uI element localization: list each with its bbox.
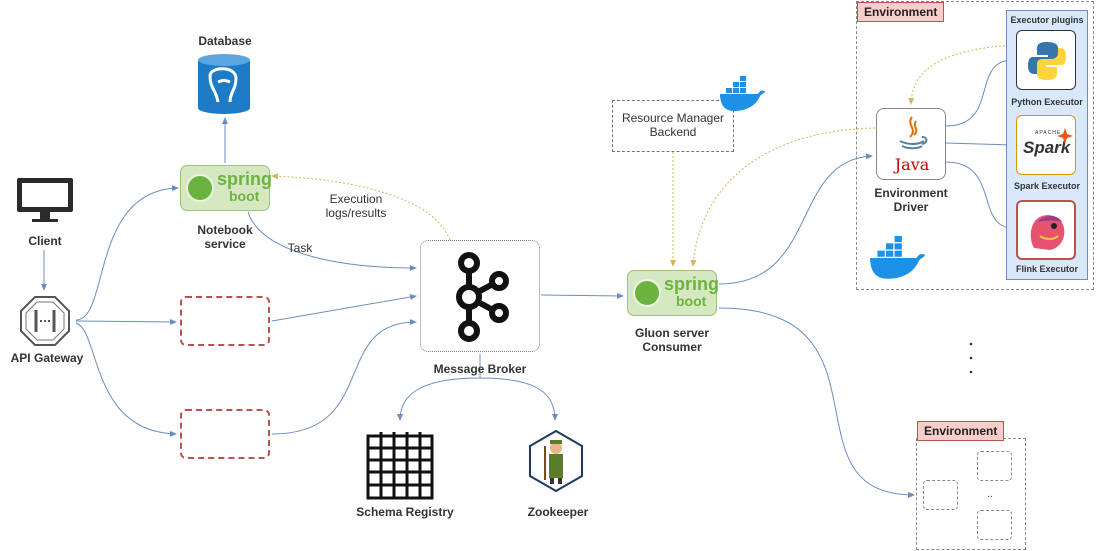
api-gateway-label: API Gateway xyxy=(10,351,84,365)
executor-plugins-label: Executor plugins xyxy=(1010,15,1084,25)
edge-driver-spark xyxy=(945,141,1014,148)
api-gateway-icon xyxy=(20,296,70,346)
environment-driver-line1: Environment xyxy=(874,186,948,200)
database-label: Database xyxy=(198,34,252,48)
python-icon xyxy=(1028,42,1066,80)
flink-executor-node[interactable] xyxy=(1016,200,1076,260)
spark-star-icon xyxy=(1057,128,1073,144)
flink-squirrel-icon xyxy=(1030,215,1065,250)
edge-redbox2-broker xyxy=(271,319,417,435)
spring-word: spring xyxy=(664,274,720,294)
spark-word: Spark xyxy=(1023,138,1071,157)
more-environments-dots xyxy=(969,342,973,374)
spring-logo-icon xyxy=(633,279,661,307)
schema-registry-label: Schema Registry xyxy=(356,505,454,519)
edge-broker-zookeeper xyxy=(479,377,558,421)
schema-registry-icon xyxy=(366,432,434,500)
env-bottom-box-3 xyxy=(977,510,1012,540)
monitor-icon xyxy=(17,178,73,222)
resource-manager-line1: Resource Manager xyxy=(621,111,725,125)
environment-top-container xyxy=(856,1,1094,290)
gluon-server-node[interactable]: spring boot xyxy=(627,270,720,316)
env-bottom-dots: .. xyxy=(987,489,993,500)
java-icon xyxy=(899,116,928,150)
spark-executor-label: Spark Executor xyxy=(1013,181,1081,191)
database-icon xyxy=(198,54,250,114)
edge-notebook-broker xyxy=(247,211,417,271)
gluon-label-line1: Gluon server xyxy=(634,326,710,340)
message-broker-node[interactable] xyxy=(420,240,540,352)
spring-logo-icon xyxy=(186,174,214,202)
environment-driver-node[interactable]: Java xyxy=(876,108,946,180)
env-bottom-box-1 xyxy=(977,451,1012,481)
environment-bottom-tag: Environment xyxy=(917,421,1005,441)
gluon-label-line2: Consumer xyxy=(642,340,702,354)
edge-python-driver xyxy=(908,44,1014,105)
env-bottom-box-2 xyxy=(923,480,958,510)
service-placeholder-1[interactable] xyxy=(180,296,270,346)
environment-top-tag: Environment xyxy=(857,2,945,22)
docker-icon xyxy=(870,236,926,279)
edge-driver-gluon xyxy=(690,127,876,267)
edge-driver-python xyxy=(945,57,1014,127)
notebook-label-line1: Notebook xyxy=(197,223,253,237)
docker-icon xyxy=(720,76,765,111)
edge-driver-flink xyxy=(945,161,1014,231)
zookeeper-icon xyxy=(529,430,583,492)
notebook-service-node[interactable]: spring boot xyxy=(180,165,273,211)
java-word: Java xyxy=(894,155,930,174)
notebook-label-line2: service xyxy=(204,237,246,251)
edge-broker-notebook-results xyxy=(271,173,451,241)
spark-executor-node[interactable]: APACHE Spark xyxy=(1016,115,1076,175)
resource-manager-line2: Backend xyxy=(649,125,697,139)
execution-label-line1: Execution xyxy=(329,192,383,206)
zookeeper-label: Zookeeper xyxy=(527,505,589,519)
task-label: Task xyxy=(287,241,313,255)
boot-word: boot xyxy=(229,188,260,204)
python-executor-node[interactable] xyxy=(1016,30,1076,90)
edge-gluon-driver xyxy=(718,153,873,285)
client-label: Client xyxy=(28,234,62,248)
edge-gateway-redbox1 xyxy=(75,318,177,325)
spring-word: spring xyxy=(217,169,273,189)
edge-broker-schema xyxy=(397,354,481,421)
kafka-icon xyxy=(456,252,509,342)
edge-redbox1-broker xyxy=(271,294,417,322)
message-broker-label: Message Broker xyxy=(433,362,527,376)
edge-gateway-notebook xyxy=(75,185,179,321)
flink-executor-label: Flink Executor xyxy=(1015,264,1078,274)
apache-word: APACHE xyxy=(1035,130,1062,136)
environment-driver-line2: Driver xyxy=(893,200,929,214)
boot-word: boot xyxy=(676,293,707,309)
resource-manager-node[interactable] xyxy=(612,100,734,152)
edge-gluon-env2 xyxy=(718,307,915,498)
edge-gateway-redbox2 xyxy=(75,322,177,437)
execution-label-line2: logs/results xyxy=(325,206,387,220)
python-executor-label: Python Executor xyxy=(1011,97,1083,107)
service-placeholder-2[interactable] xyxy=(180,409,270,459)
edge-broker-gluon xyxy=(540,292,624,299)
